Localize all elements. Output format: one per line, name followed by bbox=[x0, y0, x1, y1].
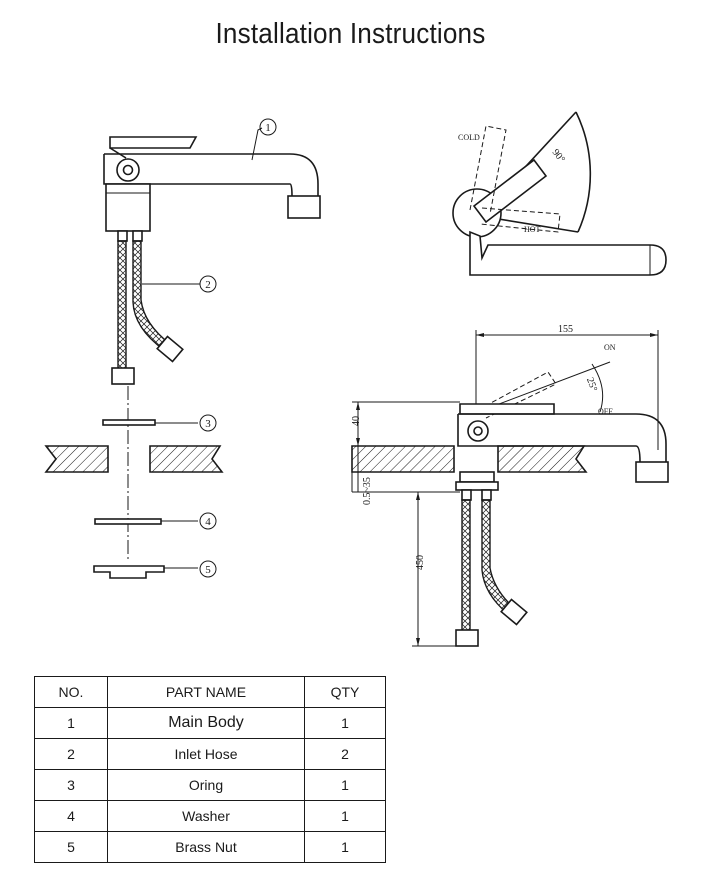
parts-table: NO. PART NAME QTY 1 Main Body 1 2 Inlet … bbox=[34, 676, 386, 863]
cell-qty: 1 bbox=[304, 800, 386, 832]
cell-qty: 1 bbox=[304, 831, 386, 863]
cell-no: 1 bbox=[34, 707, 108, 739]
callout-1-label: 1 bbox=[265, 122, 271, 134]
label-off: OFF bbox=[598, 407, 613, 416]
dim-reach: 155 bbox=[558, 324, 573, 335]
label-cold: COLD bbox=[458, 133, 480, 142]
header-qty: QTY bbox=[304, 676, 386, 708]
callout-3: 3 bbox=[199, 414, 217, 432]
header-no: NO. bbox=[34, 676, 108, 708]
table-row: 5 Brass Nut 1 bbox=[34, 831, 386, 863]
table-row: 3 Oring 1 bbox=[34, 769, 386, 801]
table-row: 2 Inlet Hose 2 bbox=[34, 738, 386, 770]
cell-part-name: Washer bbox=[107, 800, 305, 832]
callout-4-label: 4 bbox=[205, 516, 211, 528]
callout-1: 1 bbox=[259, 118, 277, 136]
dim-thickness: 0.5~35 bbox=[362, 477, 373, 505]
installed-side-view: 155 ON OFF 25° 40 0.5~3 bbox=[351, 324, 669, 647]
cell-no: 3 bbox=[34, 769, 108, 801]
callout-4: 4 bbox=[199, 512, 217, 530]
callout-5: 5 bbox=[199, 560, 217, 578]
label-on: ON bbox=[604, 343, 616, 352]
label-angle-rotation: 90° bbox=[550, 147, 567, 165]
table-row: 4 Washer 1 bbox=[34, 800, 386, 832]
cell-no: 2 bbox=[34, 738, 108, 770]
cell-qty: 1 bbox=[304, 769, 386, 801]
exploded-faucet-view bbox=[44, 127, 321, 579]
table-header-row: NO. PART NAME QTY bbox=[34, 676, 386, 708]
callout-5-label: 5 bbox=[205, 564, 211, 576]
label-hot: HOT bbox=[524, 225, 541, 234]
callout-2: 2 bbox=[199, 275, 217, 293]
header-part-name: PART NAME bbox=[107, 676, 305, 708]
cell-part-name: Brass Nut bbox=[107, 831, 305, 863]
rotation-top-view: COLD HOT 90° bbox=[452, 111, 667, 276]
cell-no: 4 bbox=[34, 800, 108, 832]
dim-hose: 450 bbox=[415, 555, 426, 570]
page-title: Installation Instructions bbox=[215, 18, 486, 50]
cell-part-name: Oring bbox=[107, 769, 305, 801]
callout-2-label: 2 bbox=[205, 279, 211, 291]
label-angle-lever: 25° bbox=[584, 376, 599, 393]
cell-no: 5 bbox=[34, 831, 108, 863]
cell-qty: 2 bbox=[304, 738, 386, 770]
callout-3-label: 3 bbox=[205, 418, 211, 430]
dim-height: 40 bbox=[351, 416, 362, 426]
cell-part-name: Main Body bbox=[107, 707, 305, 739]
cell-part-name: Inlet Hose bbox=[107, 738, 305, 770]
cell-qty: 1 bbox=[304, 707, 386, 739]
table-row: 1 Main Body 1 bbox=[34, 707, 386, 739]
